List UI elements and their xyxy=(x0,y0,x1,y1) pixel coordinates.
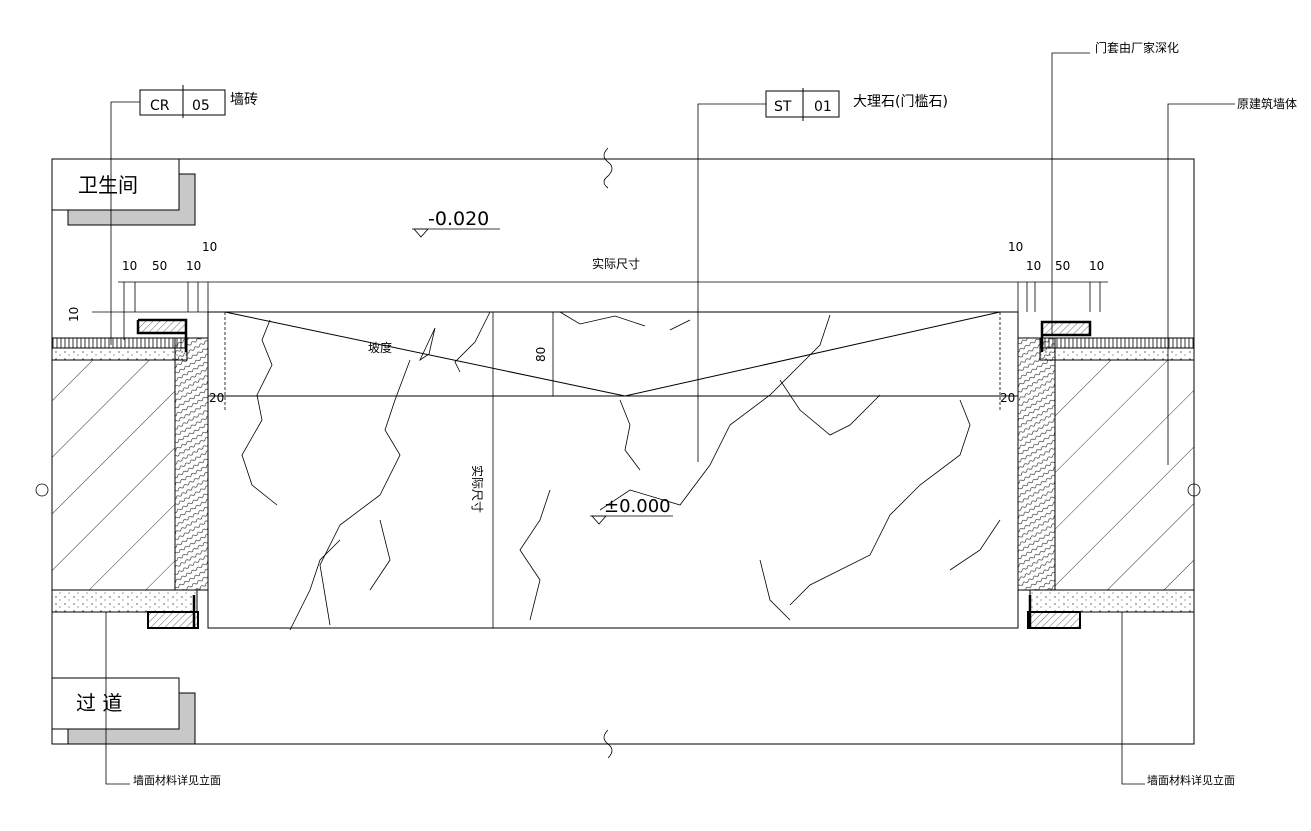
svg-text:原建筑墙体: 原建筑墙体 xyxy=(1237,96,1297,111)
dim-right-4: 10 xyxy=(1089,259,1104,273)
svg-text:墙面材料详见立面: 墙面材料详见立面 xyxy=(1147,773,1235,787)
dim-left-1: 10 xyxy=(122,259,137,273)
dimension-ticks-left xyxy=(92,282,209,340)
dimension-vertical-actual: 实际尺寸 xyxy=(470,312,494,628)
dim-left-2: 50 xyxy=(152,259,167,273)
svg-text:±0.000: ±0.000 xyxy=(604,496,671,517)
marble-veins xyxy=(241,311,1001,631)
dimension-ticks-right xyxy=(1017,282,1101,330)
svg-text:墙面材料详见立面: 墙面材料详见立面 xyxy=(133,773,221,787)
svg-text:卫生间: 卫生间 xyxy=(78,173,138,197)
dim-left-4: 10 xyxy=(202,240,217,254)
svg-text:80: 80 xyxy=(534,347,548,362)
room-label-corridor: 过 道 xyxy=(51,677,196,745)
break-symbol-top xyxy=(603,147,613,189)
svg-text:01: 01 xyxy=(814,99,832,115)
svg-text:大理石(门槛石): 大理石(门槛石) xyxy=(853,94,948,110)
svg-text:CR: CR xyxy=(150,98,170,114)
callout-door-frame: 门套由厂家深化 xyxy=(1051,40,1179,335)
material-tag-st01: ST 01 大理石(门槛石) xyxy=(697,88,948,462)
svg-text:过 道: 过 道 xyxy=(76,691,122,715)
svg-text:门套由厂家深化: 门套由厂家深化 xyxy=(1095,40,1179,55)
svg-text:实际尺寸: 实际尺寸 xyxy=(470,465,485,513)
dim-left-vertical: 10 xyxy=(67,307,81,322)
svg-text:实际尺寸: 实际尺寸 xyxy=(592,256,640,271)
dim-left-3: 10 xyxy=(186,259,201,273)
dim-offset-left: 20 xyxy=(209,391,224,405)
callout-wall-material-left: 墙面材料详见立面 xyxy=(105,612,221,787)
level-mark-lower: ±0.000 xyxy=(590,496,673,525)
dim-right-2: 10 xyxy=(1026,259,1041,273)
marble-threshold xyxy=(207,311,1019,631)
svg-text:05: 05 xyxy=(192,98,210,114)
break-symbol-bottom xyxy=(603,729,613,759)
dim-right-1: 10 xyxy=(1008,240,1023,254)
level-mark-upper: -0.020 xyxy=(412,208,500,238)
svg-text:墙砖: 墙砖 xyxy=(230,92,258,108)
slope-label: 坡度 xyxy=(368,340,392,355)
room-label-bathroom: 卫生间 xyxy=(51,158,196,226)
left-wall-section xyxy=(51,318,209,629)
material-tag-cr05: CR 05 墙砖 xyxy=(110,85,258,345)
dim-offset-right: 20 xyxy=(1000,391,1015,405)
dimension-overall: 实际尺寸 xyxy=(118,256,1108,283)
dim-right-3: 50 xyxy=(1055,259,1070,273)
svg-text:-0.020: -0.020 xyxy=(428,208,489,230)
callout-wall-material-right: 墙面材料详见立面 xyxy=(1121,612,1235,787)
dimension-depth: 80 xyxy=(534,312,554,396)
right-wall-section xyxy=(1017,320,1195,629)
svg-text:ST: ST xyxy=(774,99,792,115)
break-symbol-left xyxy=(35,483,49,497)
slope-arrow xyxy=(419,327,436,362)
